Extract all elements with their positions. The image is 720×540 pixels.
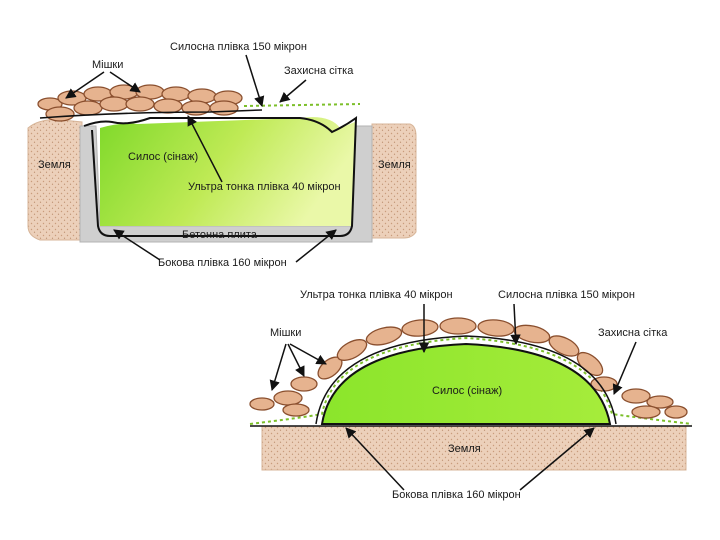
silage-film-line-bottom [315,335,617,425]
ultra-thin-film-label-bottom: Ультра тонка плівка 40 мікрон [300,289,453,301]
silage-top [100,117,355,226]
side-film-label-top: Бокова плівка 160 мікрон [158,257,287,269]
concrete-slab-label-top: Бетонна плита [182,229,258,241]
silage-label-bottom: Силос (сінаж) [432,385,502,397]
film-contour-top [83,115,358,237]
bags-label-bottom: Мішки [270,327,301,339]
arrow-protective-net-top [279,79,307,103]
bags-bottom [249,317,688,419]
protective-net-label-bottom: Захисна сітка [598,327,668,339]
top-diagram: Мішки Силосна плівка 150 мікрон Захисна … [27,41,417,269]
earth-left-label-top: Земля [38,159,71,171]
silage-film-line-top [39,109,263,119]
arrow-side-film-bottom-right [519,427,595,491]
earth-label-bottom: Земля [448,443,481,455]
ultra-thin-film-label-top: Ультра тонка плівка 40 мікрон [188,181,341,193]
earth-band-bottom [261,425,687,471]
arrow-bags-top-1 [65,71,105,99]
earth-right-label-top: Земля [378,159,411,171]
earth-left-top [27,119,83,241]
arrow-side-film-top-left [113,229,161,261]
bags-label-top: Мішки [92,59,123,71]
silage-dome-bottom [320,342,612,425]
arrow-side-film-bottom-left [345,427,405,491]
earth-right-top [371,123,417,239]
arrow-bags-bottom-2 [287,343,305,377]
side-film-label-bottom: Бокова плівка 160 мікрон [392,489,521,501]
arrow-bags-top-2 [109,71,141,93]
protective-net-label-top: Захисна сітка [284,65,354,77]
protective-net-bottom [249,336,693,425]
arrow-silage-film-top [245,54,265,108]
arrow-ultra-thin-film-top [187,115,223,183]
arrow-side-film-top-right [295,229,337,263]
arrow-bags-bottom-1 [269,343,287,392]
arrow-protective-net-bottom [612,341,637,395]
bottom-diagram: Ультра тонка плівка 40 мікрон Силосна пл… [249,289,693,501]
silage-label-top: Силос (сінаж) [128,151,198,163]
silage-film-label-bottom: Силосна плівка 150 мікрон [498,289,635,301]
arrow-silage-film-bottom [510,303,521,346]
silage-film-label-top: Силосна плівка 150 мікрон [170,41,307,53]
arrow-bags-bottom-3 [289,343,327,365]
